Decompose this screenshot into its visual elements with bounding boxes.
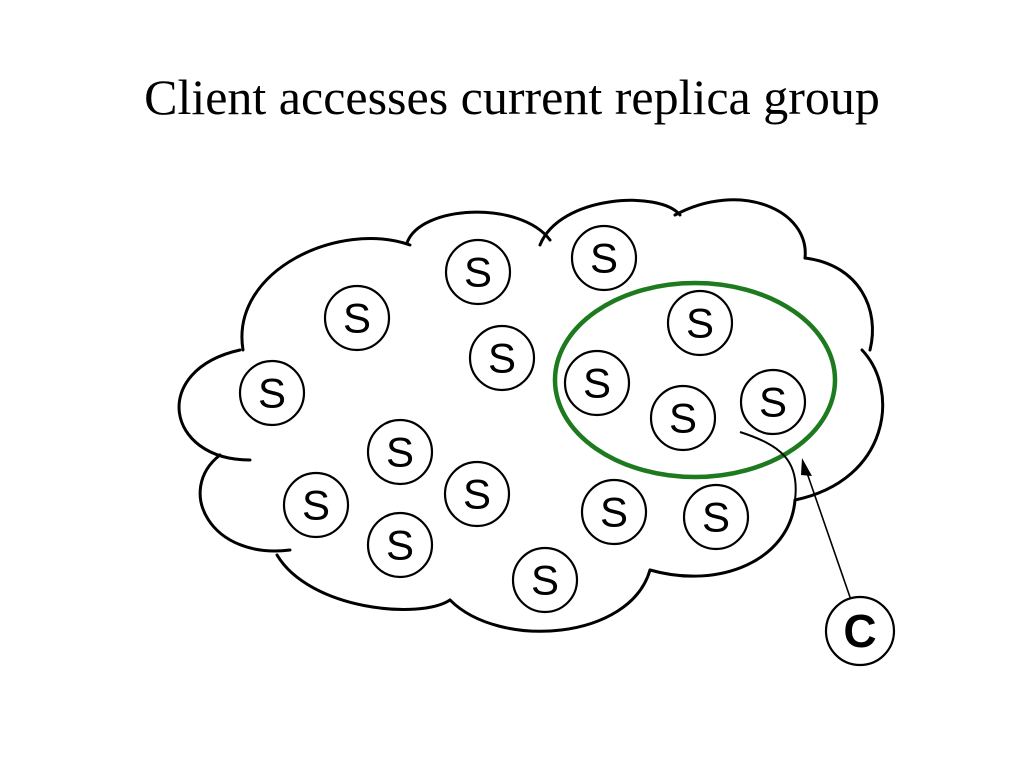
server-node[interactable]: S [563,349,631,417]
server-node[interactable]: S [468,324,536,392]
server-node[interactable]: S [739,368,807,436]
replica-group-outline [552,280,838,480]
server-node-label: S [343,295,371,342]
server-node[interactable]: S [366,418,434,486]
server-node[interactable]: S [444,238,512,306]
server-cloud [177,198,885,633]
arrowhead-icon [801,458,812,476]
server-node-circle [366,511,434,579]
server-node-label: S [302,482,330,529]
server-node[interactable]: S [238,359,306,427]
server-node-circle [580,478,648,546]
server-node-label: S [386,522,414,569]
server-node-circle [468,324,536,392]
server-node-label: S [488,335,516,382]
server-node[interactable]: S [682,483,750,551]
server-node-label: S [702,494,730,541]
server-node[interactable]: S [282,471,350,539]
server-node-circle [511,546,579,614]
server-node-circle [323,284,391,352]
client-access-connector [739,431,852,601]
server-node-label: S [463,471,491,518]
server-node-label: S [386,429,414,476]
server-node-circle [443,460,511,528]
server-node-circle [563,349,631,417]
client-label: C [843,605,876,657]
server-node-circle [570,224,638,292]
server-node-label: S [583,360,611,407]
server-node[interactable]: S [666,289,734,357]
server-node-circle [682,483,750,551]
server-node-circle [366,418,434,486]
server-node[interactable]: S [443,460,511,528]
server-node-circle [739,368,807,436]
server-node-circle [649,384,717,452]
server-node-label: S [686,300,714,347]
server-node[interactable]: S [323,284,391,352]
server-node-circle [666,289,734,357]
client-node[interactable]: C [824,595,896,667]
server-node-circle [444,238,512,306]
server-node-circle [238,359,306,427]
slide-title: Client accesses current replica group [144,69,880,125]
server-node-label: S [531,557,559,604]
server-node-label: S [600,489,628,536]
server-node[interactable]: S [649,384,717,452]
server-node[interactable]: S [580,478,648,546]
server-node[interactable]: S [366,511,434,579]
server-node-label: S [464,249,492,296]
server-node[interactable]: S [570,224,638,292]
server-node[interactable]: S [511,546,579,614]
server-node-label: S [258,370,286,417]
server-node-circle [282,471,350,539]
server-node-label: S [759,379,787,426]
server-node-label: S [590,235,618,282]
server-node-label: S [669,395,697,442]
